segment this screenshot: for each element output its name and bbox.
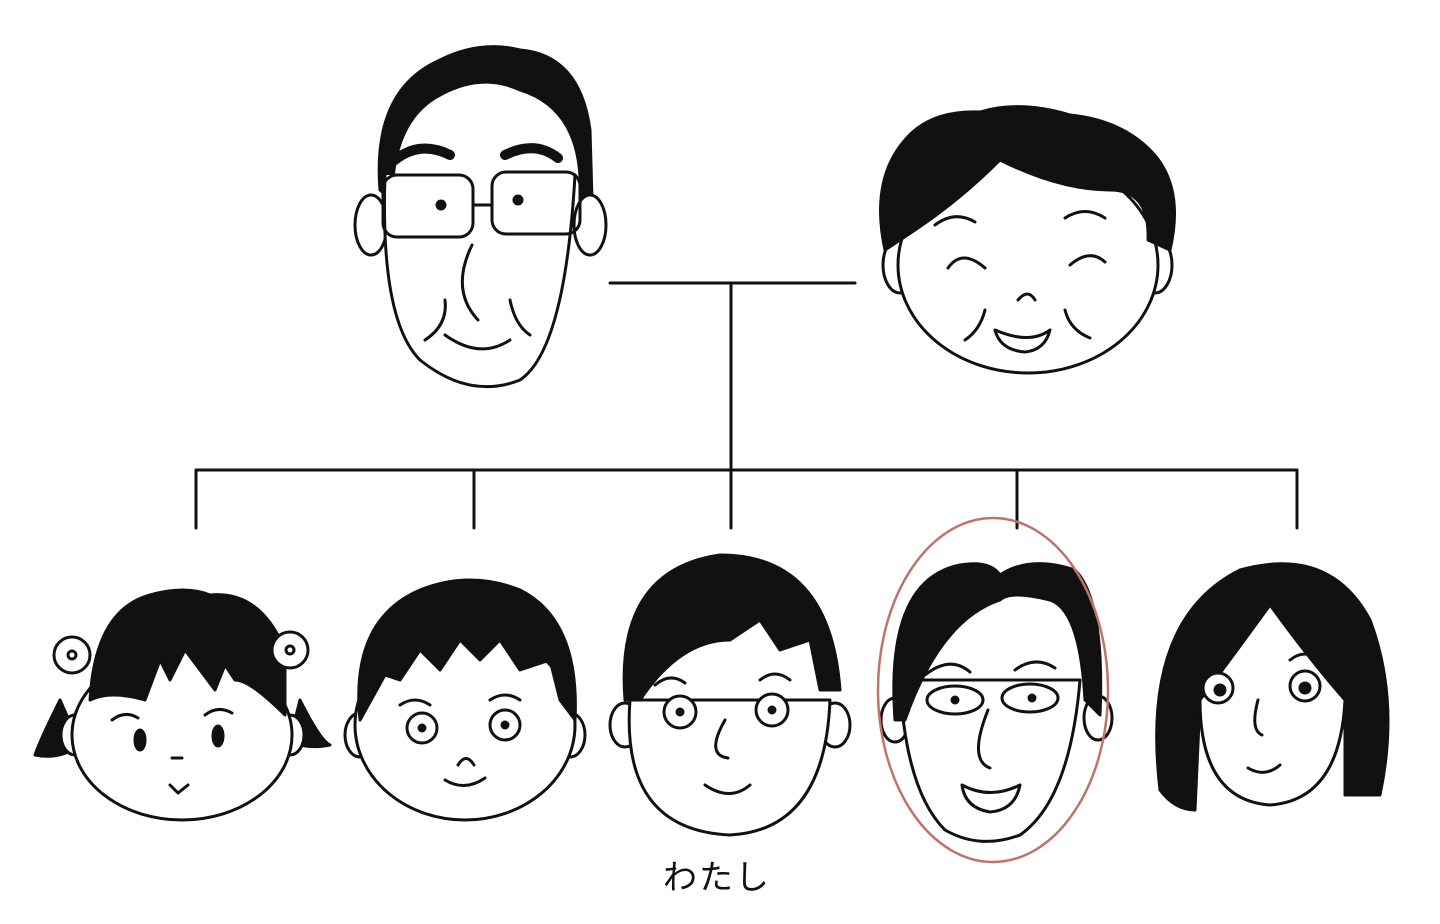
child-2-face (343, 578, 587, 822)
self-label: わたし (663, 858, 771, 898)
child-3-face-self (608, 553, 852, 837)
tree-connectors (194, 281, 1299, 530)
child-4-face (879, 562, 1114, 843)
child-1-face (33, 588, 332, 822)
child-5-face (1155, 562, 1390, 812)
father-face (353, 45, 608, 389)
highlight-circle (876, 516, 1110, 864)
mother-face (879, 105, 1176, 375)
